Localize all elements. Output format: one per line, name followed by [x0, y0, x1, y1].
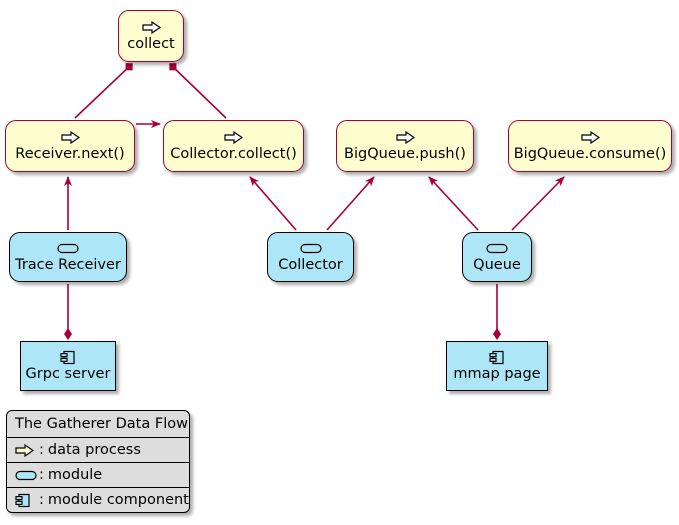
- legend-row-module: : module: [7, 462, 189, 487]
- node-bigqueue-consume[interactable]: BigQueue.consume(): [508, 120, 672, 172]
- edge-trace-receiver-to-grpc-server: [64, 284, 72, 340]
- node-collector[interactable]: Collector: [267, 232, 354, 282]
- oval-icon: [15, 470, 37, 481]
- node-bigqueue-push[interactable]: BigQueue.push(): [336, 120, 474, 172]
- edge-queue-to-bigqueue-push: [428, 176, 479, 231]
- legend: The Gatherer Data Flow : data process : …: [6, 410, 190, 513]
- legend-row-module-component: : module component: [7, 487, 189, 512]
- legend-separator: :: [39, 442, 44, 458]
- legend-title-text: The Gatherer Data Flow: [15, 416, 188, 432]
- legend-row-data-process: : data process: [7, 437, 189, 462]
- node-label: BigQueue.push(): [344, 145, 466, 162]
- node-label: Grpc server: [25, 365, 111, 382]
- edge-collect-to-receiver-next: [74, 63, 133, 119]
- node-label: collect: [127, 35, 175, 52]
- node-mmap-page[interactable]: mmap page: [446, 341, 548, 391]
- legend-separator: :: [39, 492, 44, 508]
- node-label: Collector.collect(): [170, 145, 297, 162]
- edge-collector-to-collector-collect: [249, 176, 297, 231]
- node-label: Queue: [473, 256, 521, 273]
- node-collect[interactable]: collect: [118, 10, 184, 62]
- arrow-right-outline-icon: [15, 443, 37, 457]
- node-receiver-next[interactable]: Receiver.next(): [5, 120, 135, 172]
- node-collector-collect[interactable]: Collector.collect(): [163, 120, 304, 172]
- node-queue[interactable]: Queue: [462, 232, 532, 282]
- edge-queue-to-bigqueue-consume: [511, 176, 565, 231]
- node-label: Trace Receiver: [15, 256, 121, 273]
- arrow-right-outline-icon: [60, 130, 80, 144]
- node-grpc-server[interactable]: Grpc server: [20, 341, 116, 391]
- component-icon: [60, 350, 76, 364]
- arrow-right-outline-icon: [580, 130, 600, 144]
- node-trace-receiver[interactable]: Trace Receiver: [9, 232, 127, 282]
- edge-collect-to-collector-collect: [169, 63, 227, 119]
- oval-icon: [299, 242, 322, 255]
- node-label: mmap page: [453, 365, 541, 382]
- node-label: Receiver.next(): [15, 145, 125, 162]
- legend-label: module component: [47, 492, 189, 508]
- legend-label: data process: [47, 442, 141, 458]
- edge-queue-to-mmap-page: [493, 284, 501, 340]
- edge-collector-to-bigqueue-push: [326, 176, 375, 231]
- node-label: Collector: [278, 256, 343, 273]
- legend-title: The Gatherer Data Flow: [7, 411, 189, 437]
- component-icon: [489, 350, 505, 364]
- oval-icon: [57, 242, 79, 255]
- component-icon: [15, 493, 37, 508]
- arrow-right-outline-icon: [224, 130, 243, 144]
- legend-label: module: [47, 467, 103, 483]
- legend-separator: :: [39, 467, 44, 483]
- arrow-right-outline-icon: [141, 20, 161, 34]
- oval-icon: [486, 242, 508, 255]
- node-label: BigQueue.consume(): [513, 145, 667, 162]
- arrow-right-outline-icon: [395, 130, 415, 144]
